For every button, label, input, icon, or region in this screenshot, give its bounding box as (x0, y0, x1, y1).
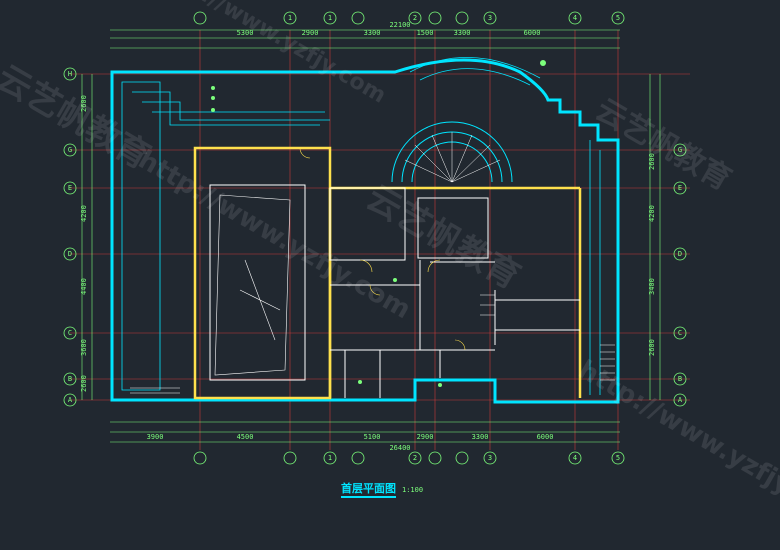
doors (299, 147, 466, 351)
dim-overall-top: 22100 (389, 21, 410, 29)
dim-left-4: 2600 (80, 375, 88, 392)
col-bubble-b4: 4 (573, 454, 577, 462)
dim-top-0: 5300 (237, 29, 254, 37)
row-bubble-rg: G (678, 146, 682, 154)
col-bubble-b1: 1 (328, 454, 332, 462)
col-bubble-b5: 5 (616, 454, 620, 462)
dim-left-3: 3600 (80, 339, 88, 356)
stairs (130, 294, 615, 394)
row-bubble-h: H (68, 70, 72, 78)
dim-overall-bottom: 26400 (389, 444, 410, 452)
dim-right-3: 2600 (648, 339, 656, 356)
col-bubble-3: 3 (488, 14, 492, 22)
row-bubble-b: B (68, 375, 72, 383)
drawing-title-block: 首层平面图 1:100 (341, 480, 423, 498)
col-bubble-4: 4 (573, 14, 577, 22)
col-bubble-2: 2 (413, 14, 417, 22)
row-bubble-d: D (68, 250, 72, 258)
row-bubble-rd: D (678, 250, 682, 258)
col-bubble-b3: 3 (488, 454, 492, 462)
pool (214, 194, 291, 376)
dim-top-3: 1500 (417, 29, 434, 37)
dim-top-1: 2900 (302, 29, 319, 37)
dim-left-0: 2600 (80, 95, 88, 112)
col-bubble-1: 1 (288, 14, 292, 22)
drawing-title: 首层平面图 (341, 480, 396, 498)
dim-bot-1: 4500 (237, 433, 254, 441)
row-bubble-rb: B (678, 375, 682, 383)
dim-top-5: 6000 (524, 29, 541, 37)
row-bubble-g: G (68, 146, 72, 154)
arc-rays (404, 132, 501, 183)
dim-bot-2: 5100 (364, 433, 381, 441)
level-markers (211, 60, 546, 387)
dim-right-2: 3400 (648, 278, 656, 295)
row-bubble-c: C (68, 329, 72, 337)
drawing-scale: 1:100 (402, 486, 424, 494)
col-bubble-b2: 2 (413, 454, 417, 462)
row-bubble-a: A (68, 396, 73, 404)
dimension-lines (81, 29, 661, 443)
dim-bot-4: 3300 (472, 433, 489, 441)
dim-top-2: 3300 (364, 29, 381, 37)
dim-right-0: 2600 (648, 153, 656, 170)
col-bubble-5: 5 (616, 14, 620, 22)
col-bubble-1b: 1 (328, 14, 332, 22)
row-bubble-rc: C (678, 329, 682, 337)
row-bubble-e: E (68, 184, 72, 192)
interior-walls (209, 184, 580, 398)
dim-right-1: 4200 (648, 205, 656, 222)
row-bubble-re: E (678, 184, 682, 192)
dim-left-2: 4400 (80, 278, 88, 295)
dim-left-1: 4200 (80, 205, 88, 222)
dim-bot-5: 6000 (537, 433, 554, 441)
dim-bot-0: 3900 (147, 433, 164, 441)
row-bubble-ra: A (678, 396, 683, 404)
terrace-steps (121, 57, 601, 395)
dim-top-4: 3300 (454, 29, 471, 37)
building-outline (110, 58, 620, 404)
dim-bot-3: 2900 (417, 433, 434, 441)
